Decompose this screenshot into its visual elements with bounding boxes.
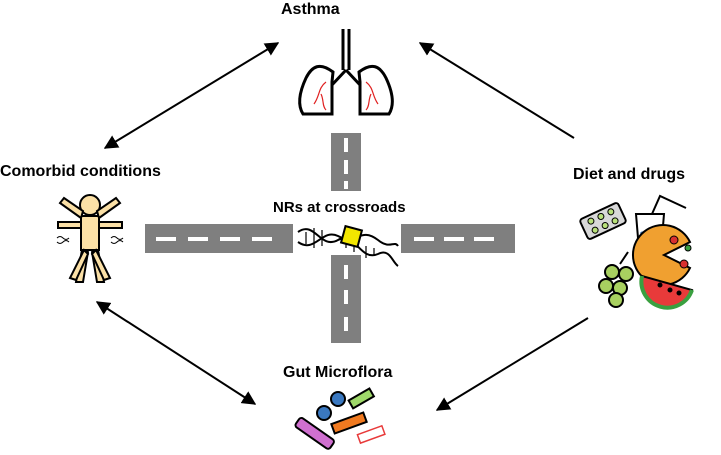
arrow-asthma-comorbid xyxy=(103,42,280,149)
gut-microflora-label: Gut Microflora xyxy=(283,364,393,381)
arrow-diet-asthma xyxy=(418,42,575,139)
road-bottom xyxy=(331,255,361,343)
asthma-label: Asthma xyxy=(281,1,340,18)
road-top xyxy=(331,133,361,191)
dna-receptor-icon xyxy=(297,224,399,267)
road-left xyxy=(145,224,293,253)
lungs-icon xyxy=(298,29,394,116)
arrow-comorbid-gut xyxy=(95,301,257,405)
center-label: NRs at crossroads xyxy=(273,199,406,216)
arrow-diet-gut xyxy=(435,317,589,411)
bacteria-icon xyxy=(294,387,386,450)
food-and-drugs-icon xyxy=(579,194,694,310)
comorbid-conditions-label: Comorbid conditions xyxy=(0,163,161,180)
diet-and-drugs-label: Diet and drugs xyxy=(573,166,686,183)
human-figure-icon xyxy=(56,194,124,283)
road-right xyxy=(401,224,515,253)
